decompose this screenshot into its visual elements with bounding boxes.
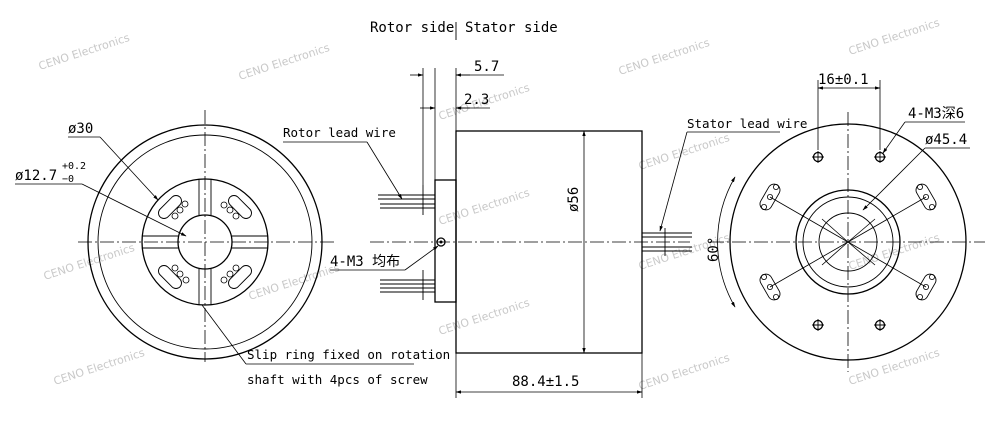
- dim-d30: ø30: [68, 121, 93, 137]
- note-line1: Slip ring fixed on rotation: [247, 347, 450, 362]
- dim-angle: 60°: [706, 237, 722, 262]
- watermark: CENO Electronics: [847, 16, 942, 58]
- watermark: CENO Electronics: [847, 346, 942, 388]
- tol-minus: −0: [62, 174, 74, 185]
- stator-side-label: Stator side: [465, 20, 558, 36]
- dim-5-7: 5.7: [474, 59, 499, 75]
- watermark: CENO Electronics: [247, 261, 342, 303]
- rotor-side-label: Rotor side: [370, 20, 454, 36]
- tol-plus: +0.2: [62, 161, 86, 172]
- stator-lead-label: Stator lead wire: [687, 116, 807, 131]
- watermark: CENO Electronics: [37, 31, 132, 73]
- dim-d56: ø56: [566, 187, 582, 212]
- side-view: [283, 22, 780, 398]
- note-line2: shaft with 4pcs of screw: [247, 372, 428, 387]
- watermark: CENO Electronics: [637, 131, 732, 173]
- holes-label: 4-M3深6: [908, 106, 964, 122]
- dim-spacing: 16±0.1: [818, 72, 869, 88]
- watermark: CENO Electronics: [52, 346, 147, 388]
- dim-pcd: ø45.4: [925, 132, 967, 148]
- dim-length: 88.4±1.5: [512, 374, 579, 390]
- dim-2-3: 2.3: [464, 92, 489, 108]
- screws-label: 4-M3 均布: [330, 254, 400, 270]
- stator-end-view: [710, 80, 985, 372]
- watermark: CENO Electronics: [617, 36, 712, 78]
- rotor-lead-label: Rotor lead wire: [283, 125, 396, 140]
- rotor-end-view: [15, 110, 414, 365]
- dim-d12-7: ø12.7: [15, 168, 57, 184]
- watermark: CENO Electronics: [237, 41, 332, 83]
- watermark: CENO Electronics: [437, 186, 532, 228]
- watermark: CENO Electronics: [637, 351, 732, 393]
